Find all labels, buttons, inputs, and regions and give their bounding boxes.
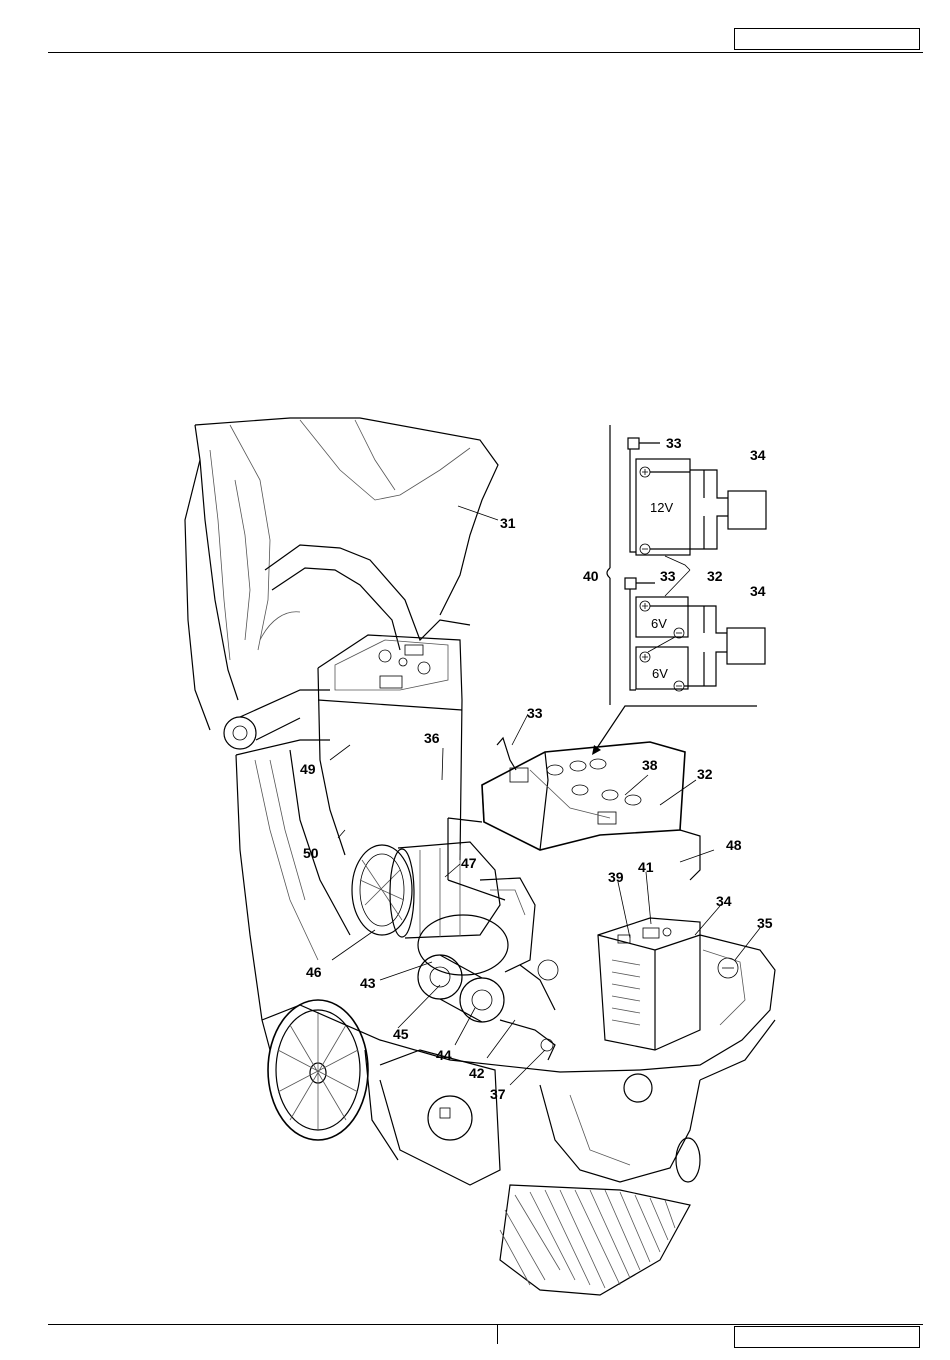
- battery-6v-bottom-label: 6V: [652, 666, 668, 681]
- callout-43: 43: [360, 975, 376, 991]
- callout-48: 48: [726, 837, 742, 853]
- callout-leader-lines: [330, 506, 760, 1085]
- callout-32-inset: 32: [707, 568, 723, 584]
- callout-34-middle: 34: [750, 583, 766, 599]
- callout-41: 41: [638, 859, 654, 875]
- battery-6v-top-label: 6V: [651, 616, 667, 631]
- battery-12v-diagram: 12V: [628, 438, 766, 555]
- callout-33-machine: 33: [527, 705, 543, 721]
- callout-38: 38: [642, 757, 658, 773]
- charger-unit: [598, 918, 700, 1050]
- callout-34-machine: 34: [716, 893, 732, 909]
- callout-44: 44: [436, 1047, 452, 1063]
- callout-36: 36: [424, 730, 440, 746]
- callout-35: 35: [757, 915, 773, 931]
- callout-33-middle: 33: [660, 568, 676, 584]
- callout-33-top: 33: [666, 435, 682, 451]
- wiring-diagram-inset: 12V 6V 6V: [592, 425, 766, 755]
- callout-42: 42: [469, 1065, 485, 1081]
- callout-31: 31: [500, 515, 516, 531]
- callout-39: 39: [608, 869, 624, 885]
- callout-37: 37: [490, 1086, 506, 1102]
- callout-34-top: 34: [750, 447, 766, 463]
- battery-block: [482, 738, 685, 850]
- callout-45: 45: [393, 1026, 409, 1042]
- callout-49: 49: [300, 761, 316, 777]
- battery-12v-label: 12V: [650, 500, 673, 515]
- callout-46: 46: [306, 964, 322, 980]
- battery-6v-pair-diagram: 6V 6V: [625, 578, 765, 691]
- callout-50: 50: [303, 845, 319, 861]
- callout-32-machine: 32: [697, 766, 713, 782]
- callout-labels: 31 33 34 40 33 32 34 33 36 49 38 32 48 5…: [300, 435, 773, 1102]
- callout-40: 40: [583, 568, 599, 584]
- charger-box-bottom: [727, 628, 765, 664]
- callout-47: 47: [461, 855, 477, 871]
- rear-wheel: [268, 1000, 368, 1140]
- charger-box-top: [728, 491, 766, 529]
- side-brush: [500, 1185, 690, 1295]
